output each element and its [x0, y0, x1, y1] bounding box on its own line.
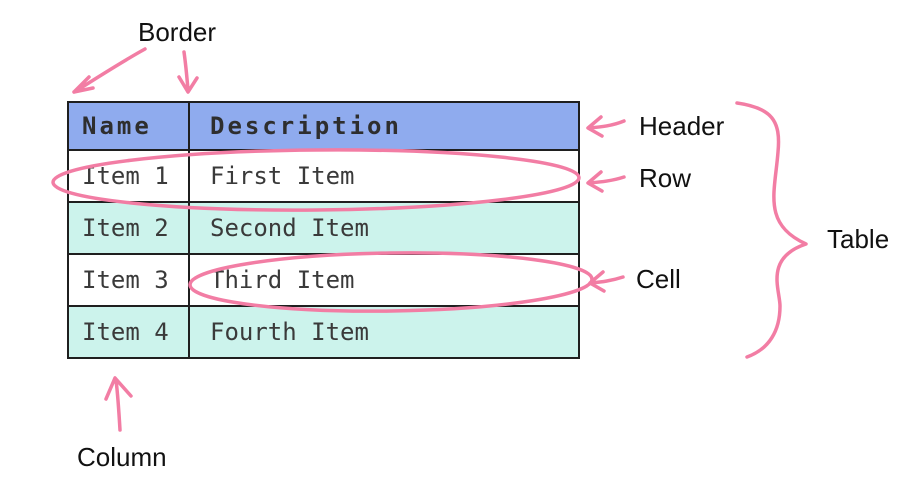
table-row: Item 1 First Item: [67, 149, 580, 203]
border-arrow-down: [177, 50, 199, 94]
cell-description-3: Third Item: [188, 253, 580, 307]
cell-name-2: Item 2: [67, 201, 190, 255]
column-header-name: Name: [67, 101, 190, 151]
cell-description-2: Second Item: [188, 201, 580, 255]
cell-description-4: Fourth Item: [188, 305, 580, 359]
table-header-row: Name Description: [67, 101, 580, 151]
demo-table: Name Description Item 1 First Item Item …: [67, 101, 580, 359]
column-header-description: Description: [188, 101, 580, 151]
table-row: Item 3 Third Item: [67, 253, 580, 307]
table-brace: [735, 101, 808, 359]
table-row: Item 2 Second Item: [67, 201, 580, 255]
header-arrow: [586, 115, 626, 138]
cell-description-1: First Item: [188, 149, 580, 203]
row-arrow: [586, 170, 626, 193]
table-label: Table: [827, 224, 890, 254]
column-label: Column: [77, 442, 167, 472]
border-label: Border: [138, 17, 217, 47]
table-row: Item 4 Fourth Item: [67, 305, 580, 359]
cell-name-1: Item 1: [67, 149, 190, 203]
column-arrow: [104, 376, 133, 432]
row-label: Row: [639, 163, 692, 193]
cell-name-3: Item 3: [67, 253, 190, 307]
header-label: Header: [639, 111, 725, 141]
cell-arrow: [588, 270, 625, 293]
cell-label: Cell: [636, 264, 681, 294]
border-arrow-left: [72, 47, 147, 94]
cell-name-4: Item 4: [67, 305, 190, 359]
